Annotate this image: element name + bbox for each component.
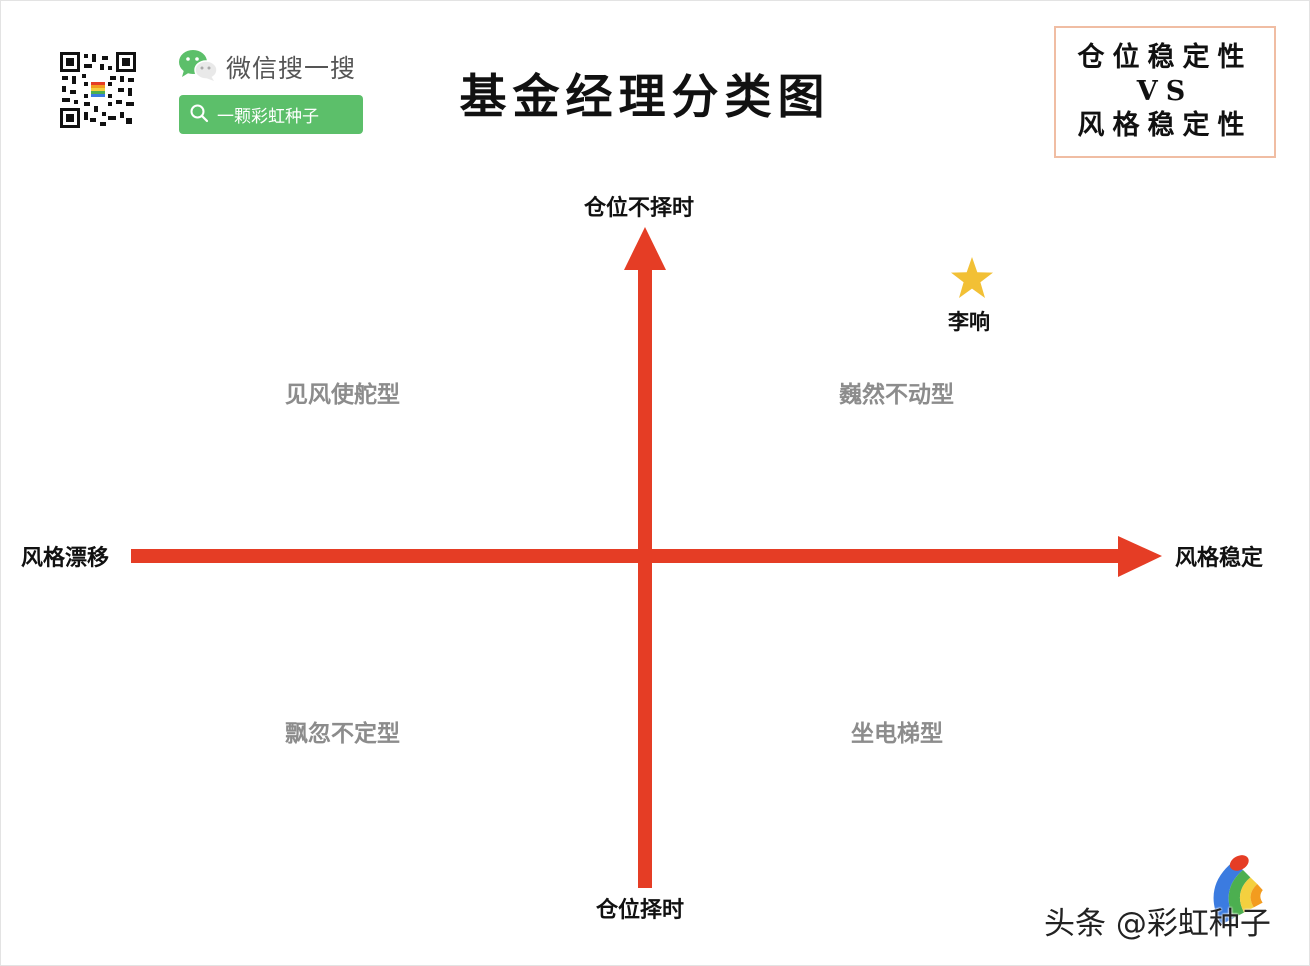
- star-icon: [950, 256, 994, 304]
- watermark-text: 头条 @彩虹种子: [1044, 906, 1271, 942]
- search-icon: [189, 103, 209, 127]
- x-axis-arrowhead: [1118, 536, 1162, 577]
- wechat-search-text: 微信搜一搜: [226, 54, 357, 83]
- search-pill: 一颗彩虹种子: [179, 95, 363, 134]
- search-pill-text: 一颗彩虹种子: [217, 107, 319, 127]
- vs-box-line-3: 风格稳定性: [1077, 110, 1253, 141]
- wechat-icon: [178, 48, 218, 86]
- quadrant-top-left-label: 见风使舵型: [285, 381, 400, 408]
- x-axis-line: [131, 549, 1121, 563]
- y-axis-arrowhead: [624, 227, 666, 270]
- y-axis-top-label: 仓位不择时: [584, 195, 695, 221]
- vs-box: 仓位稳定性 VS 风格稳定性: [1054, 26, 1276, 158]
- qr-code-icon: [60, 52, 136, 128]
- quadrant-bottom-right-label: 坐电梯型: [851, 720, 943, 747]
- wechat-search-brand: 微信搜一搜: [178, 48, 356, 86]
- page-title: 基金经理分类图: [459, 70, 831, 125]
- marker-label: 李响: [948, 309, 990, 334]
- vs-box-line-1: 仓位稳定性: [1077, 42, 1253, 73]
- vs-box-line-2: VS: [1136, 76, 1194, 107]
- x-axis-left-label: 风格漂移: [21, 545, 110, 571]
- quadrant-top-right-label: 巍然不动型: [839, 381, 954, 408]
- y-axis-line: [638, 266, 652, 888]
- y-axis-bottom-label: 仓位择时: [596, 897, 685, 923]
- quadrant-bottom-left-label: 飘忽不定型: [285, 720, 400, 747]
- x-axis-right-label: 风格稳定: [1175, 545, 1264, 571]
- rainbow-logo: [1196, 854, 1274, 928]
